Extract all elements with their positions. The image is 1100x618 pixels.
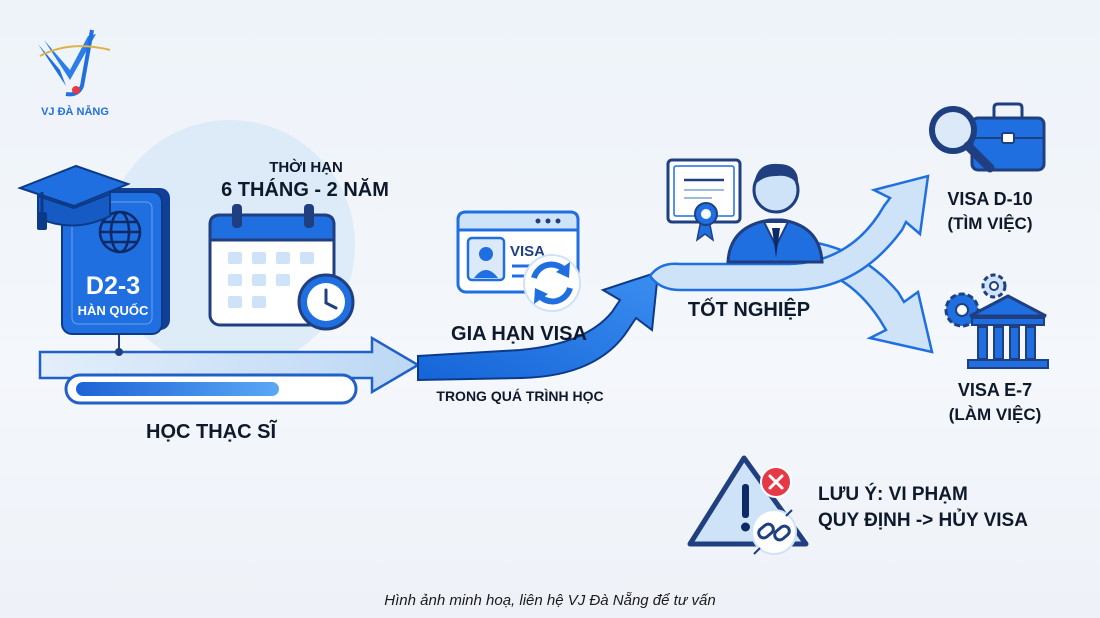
- clock-icon: [297, 273, 355, 331]
- progress-bar: [64, 373, 358, 405]
- bank-building-icon: [967, 294, 1049, 369]
- warning-line1: LƯU Ý: VI PHẠM: [818, 483, 968, 505]
- certificate-icon: [666, 158, 742, 242]
- gears-icon: [944, 273, 1007, 328]
- passport-country: HÀN QUỐC: [78, 303, 149, 318]
- passport-icon: D2-3 HÀN QUỐC: [61, 188, 170, 335]
- visa-card-text: VISA: [510, 243, 545, 260]
- graduation-cap-icon: [17, 164, 131, 230]
- passport-code: D2-3: [86, 272, 140, 300]
- refresh-icon: [523, 254, 581, 312]
- logo-text: VJ ĐÀ NẴNG: [41, 105, 109, 118]
- renewal-arrow: [417, 270, 660, 382]
- visa-d10-title: VISA D-10: [947, 189, 1032, 209]
- broken-chain-icon: [751, 509, 797, 555]
- renewal-subtitle: TRONG QUÁ TRÌNH HỌC: [436, 388, 603, 404]
- progress-bar-fill: [76, 382, 279, 396]
- logo-mark-icon: [38, 29, 111, 97]
- study-label: HỌC THẠC SĨ: [146, 420, 277, 443]
- visa-d10-subtitle: (TÌM VIỆC): [948, 214, 1033, 233]
- magnifier-icon: [929, 106, 995, 173]
- visa-card-icon: VISA: [456, 210, 580, 294]
- error-x-icon: [760, 466, 792, 498]
- graduate-person-icon: [726, 163, 824, 264]
- fork-arrows: [648, 174, 934, 354]
- duration-value: 6 THÁNG - 2 NĂM: [221, 178, 389, 201]
- footer-caption: Hình ảnh minh hoạ, liên hệ VJ Đà Nẵng để…: [384, 592, 716, 609]
- visa-e7-title: VISA E-7: [958, 380, 1032, 400]
- globe-icon: [98, 210, 142, 254]
- graduation-label: TỐT NGHIỆP: [688, 297, 810, 321]
- warning-line2: QUY ĐỊNH -> HỦY VISA: [818, 509, 1028, 531]
- logo: VJ ĐÀ NẴNG: [38, 29, 111, 118]
- calendar-icon: [208, 204, 336, 327]
- briefcase-icon: [970, 102, 1046, 172]
- duration-label: THỜI HẠN: [269, 158, 343, 176]
- visa-e7-subtitle: (LÀM VIỆC): [949, 405, 1042, 424]
- renewal-title: GIA HẠN VISA: [451, 323, 587, 345]
